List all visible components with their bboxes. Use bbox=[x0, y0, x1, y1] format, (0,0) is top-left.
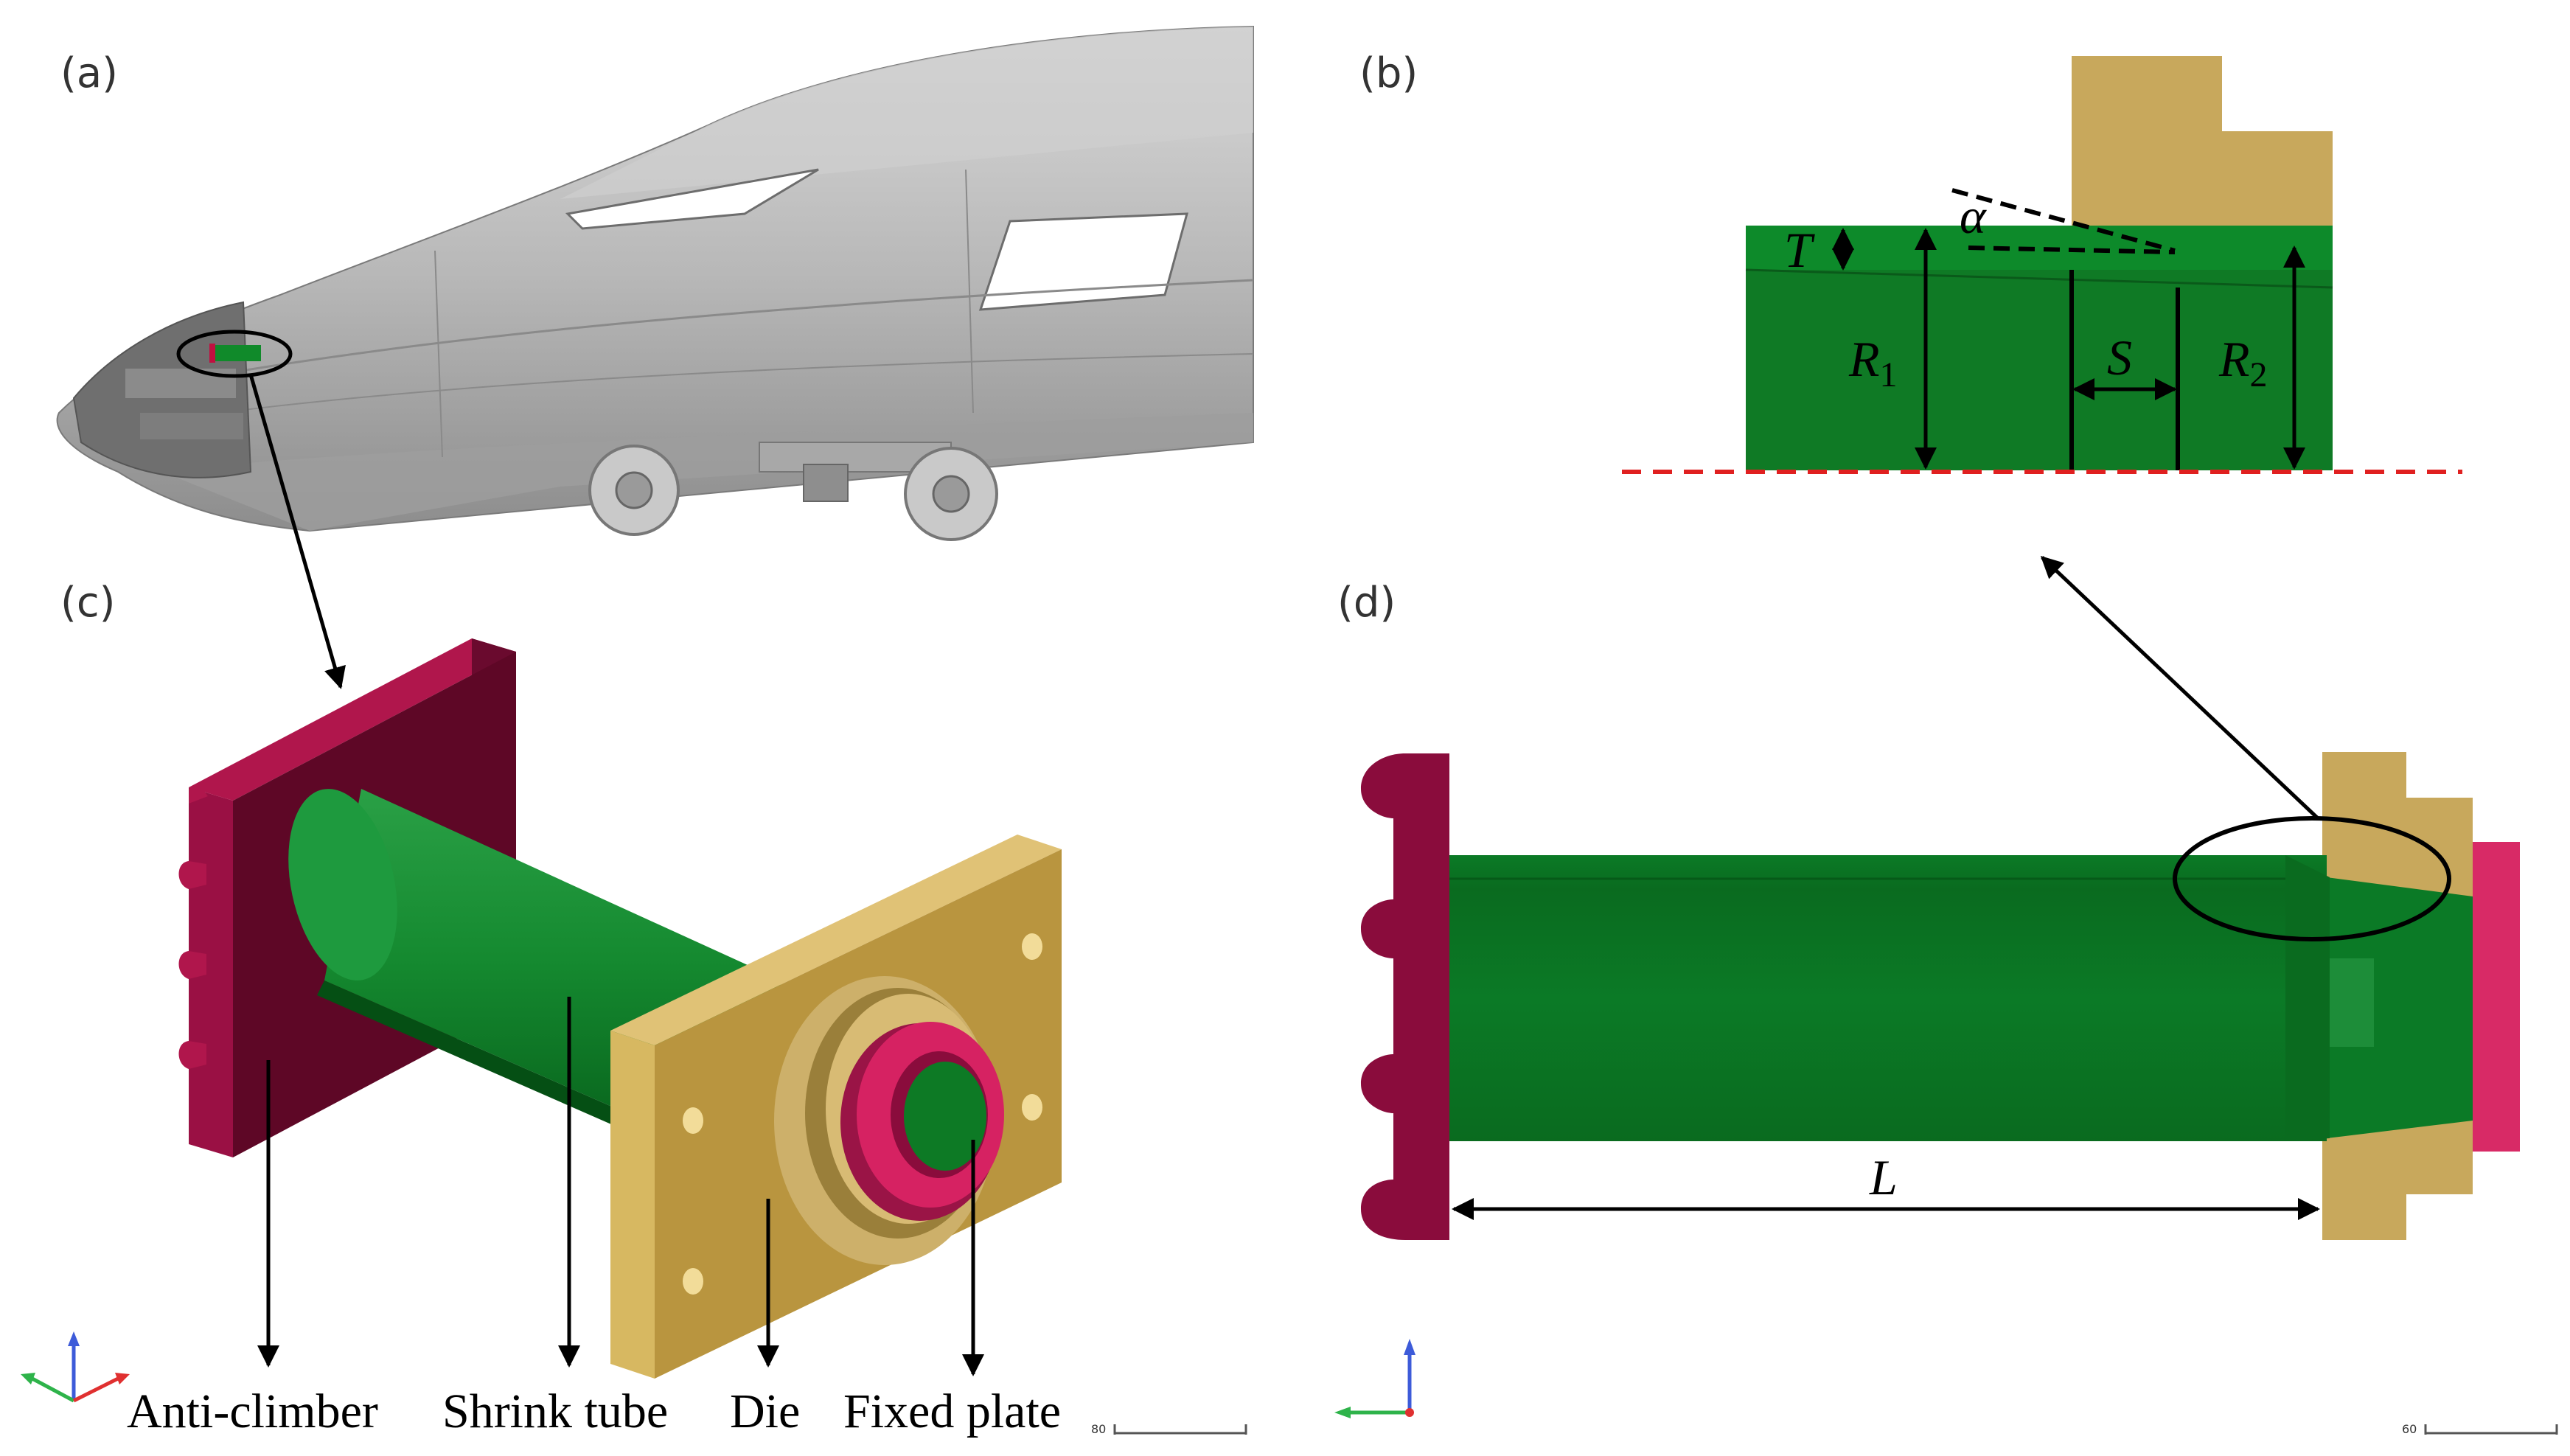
svg-text:80: 80 bbox=[1091, 1422, 1106, 1436]
callout-fixed-plate: Fixed plate bbox=[843, 1384, 1061, 1438]
panel-d: (d) L 60 bbox=[1334, 555, 2558, 1436]
svg-text:60: 60 bbox=[2402, 1422, 2417, 1436]
detail-ellipse bbox=[2173, 816, 2451, 941]
symbol-alpha: α bbox=[1960, 188, 1987, 244]
scale-bar-d: 60 bbox=[2402, 1422, 2558, 1436]
leader-arrow-a-to-c bbox=[248, 374, 346, 689]
absorber-location-mark bbox=[176, 330, 293, 378]
fixed-plate-side bbox=[2473, 842, 2520, 1152]
callout-anti-climber: Anti-climber bbox=[127, 1384, 378, 1438]
panel-label-a: (a) bbox=[60, 49, 118, 97]
callout-die: Die bbox=[730, 1384, 800, 1438]
axis-triad-icon bbox=[21, 1331, 130, 1403]
panel-b: (b) α T R1 S R2 bbox=[1359, 49, 2462, 474]
leader-arrow-d-to-b bbox=[2040, 555, 2319, 820]
symbol-L: L bbox=[1869, 1149, 1898, 1205]
panel-c: (c) bbox=[21, 579, 1247, 1438]
symbol-R2: R2 bbox=[2218, 331, 2268, 394]
symbol-T: T bbox=[1784, 222, 1815, 278]
symbol-R1: R1 bbox=[1848, 331, 1898, 394]
axis-triad-icon-d bbox=[1334, 1339, 1415, 1418]
panel-label-b: (b) bbox=[1359, 49, 1418, 97]
panel-a: (a) bbox=[56, 25, 1254, 689]
symbol-S: S bbox=[2107, 330, 2132, 386]
callout-shrink-tube: Shrink tube bbox=[442, 1384, 668, 1438]
shrink-tube-side bbox=[1449, 855, 2473, 1141]
scale-bar-c: 80 bbox=[1091, 1422, 1247, 1436]
die-section bbox=[2072, 56, 2333, 252]
panel-label-c: (c) bbox=[60, 579, 115, 627]
anti-climber-side bbox=[1361, 753, 1449, 1240]
panel-label-d: (d) bbox=[1337, 579, 1396, 627]
train-body bbox=[56, 25, 1254, 541]
fixed-plate-part bbox=[840, 1022, 1004, 1221]
